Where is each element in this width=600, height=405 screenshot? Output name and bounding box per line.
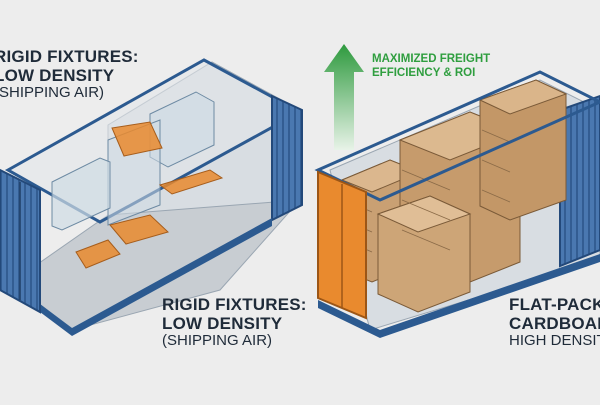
left-container-side-rail — [72, 218, 272, 336]
callout-freight-efficiency: MAXIMIZED FREIGHT EFFICIENCY & ROI — [372, 52, 490, 81]
orange-shelf-2 — [109, 214, 169, 245]
glass-fixtures — [51, 91, 224, 269]
orange-shelf-top — [111, 121, 163, 157]
label-bottom-left: RIGID FIXTURES: LOW DENSITY (SHIPPING AI… — [162, 295, 307, 350]
left-container-right-end — [271, 94, 303, 222]
label-bottom-left-line3: (SHIPPING AIR) — [162, 332, 273, 350]
label-bottom-right-line2: CARDBOARD: — [509, 314, 600, 334]
orange-shelf-1 — [158, 169, 224, 195]
left-container — [0, 58, 304, 336]
label-bottom-right-line3: HIGH DENSITY — [509, 332, 600, 350]
up-arrow-icon — [324, 44, 364, 150]
right-container-right-end — [559, 94, 600, 268]
cardboard-stack-4-top — [376, 195, 472, 233]
orange-shelf-3 — [75, 239, 121, 269]
label-top-left-line3: (SHIPPING AIR) — [0, 84, 105, 102]
callout-line1: MAXIMIZED FREIGHT — [372, 53, 491, 65]
label-bottom-left-line1: RIGID FIXTURES: — [162, 295, 307, 314]
label-bottom-left-line2: LOW DENSITY — [162, 314, 283, 334]
label-bottom-right: FLAT-PACKED CARDBOARD: HIGH DENSITY — [509, 295, 600, 350]
label-top-left-line1: RIGID FIXTURES: — [0, 47, 139, 66]
callout-line2: EFFICIENCY & ROI — [372, 67, 476, 80]
right-container — [314, 70, 600, 338]
label-bottom-right-line1: FLAT-PACKED — [509, 295, 600, 314]
label-top-left: RIGID FIXTURES: LOW DENSITY (SHIPPING AI… — [0, 47, 139, 102]
label-top-left-line2: LOW DENSITY — [0, 66, 115, 86]
cardboard-stack-3-top — [478, 79, 568, 115]
glass-fixture-3 — [51, 157, 111, 231]
